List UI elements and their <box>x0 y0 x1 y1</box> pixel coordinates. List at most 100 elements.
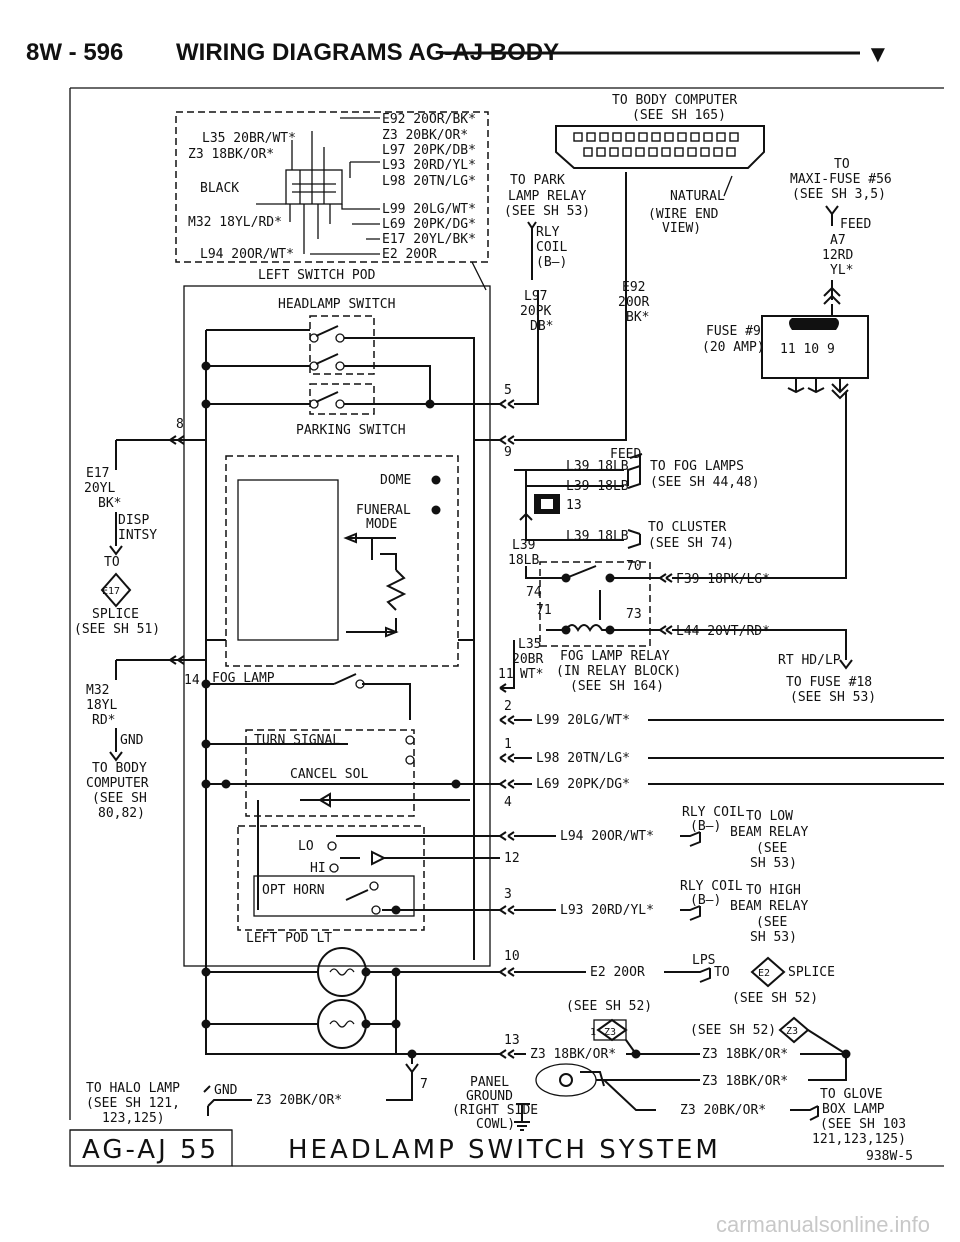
pod-wire-l93: L93 20RD/YL* <box>382 158 476 173</box>
connector-pin <box>713 147 723 157</box>
l93-wire: L93 20RD/YL* <box>560 903 654 918</box>
maxi-see: (SEE SH 3,5) <box>792 187 886 202</box>
panel-l2: GROUND <box>466 1089 513 1104</box>
left-switch-pod-outline <box>175 111 489 263</box>
e92-l1: E92 <box>622 280 645 295</box>
pod-wire-l98: L98 20TN/LG* <box>382 174 476 189</box>
fog-lamp-label: FOG LAMP <box>212 671 275 686</box>
pin-74: 74 <box>526 585 542 600</box>
z3-w3: Z3 18BK/OR* <box>702 1074 788 1089</box>
e2-wire: E2 20OR <box>590 965 645 980</box>
headlamp-switch-label: HEADLAMP SWITCH <box>278 297 395 312</box>
l94-wire: L94 20OR/WT* <box>560 829 654 844</box>
left-switch-pod: E92 20OR/BK* L35 20BR/WT* Z3 18BK/OR* Z3… <box>175 111 489 291</box>
pin-11: 11 <box>498 667 514 682</box>
high-sh: SH 53) <box>750 930 797 945</box>
pin-73: 73 <box>626 607 642 622</box>
connector-pin <box>677 132 687 142</box>
connector-pin <box>674 147 684 157</box>
funeral-rheostat-icon <box>346 537 407 633</box>
pin-13: 13 <box>504 1033 520 1048</box>
low-to: TO LOW <box>746 809 793 824</box>
e2-see: (SEE SH 52) <box>732 991 818 1006</box>
m32-gnd: GND <box>120 733 144 748</box>
z3-right-tag: Z3 <box>786 1026 798 1037</box>
left-pod-lt-frame <box>237 825 425 931</box>
l69-wire: L69 20PK/DG* <box>536 777 630 792</box>
connector-wire-end: (WIRE END <box>648 207 719 222</box>
rt-hd-fuse: TO FUSE #18 <box>786 675 872 690</box>
cluster-see: (SEE SH 74) <box>648 536 734 551</box>
page-footer: AG-AJ 55 HEADLAMP SWITCH SYSTEM 938W-5 <box>69 1129 944 1167</box>
switch-bus-wires <box>206 329 500 960</box>
funeral-label: FUNERAL <box>356 503 411 518</box>
pod-leads <box>256 117 380 255</box>
high-b: (B—) <box>690 893 721 908</box>
park-b: (B—) <box>536 255 567 270</box>
maxi-fuse-note: TO MAXI-FUSE #56 (SEE SH 3,5) FEED A7 12… <box>790 157 892 316</box>
turn-signal-wires <box>206 743 470 808</box>
e17-disp: DISP <box>118 513 149 528</box>
see52-right: (SEE SH 52) <box>690 1023 776 1038</box>
l35-l1: L35 <box>518 637 541 652</box>
pod-wire-e92: E92 20OR/BK* <box>382 112 476 127</box>
high-coil: RLY COIL <box>680 879 743 894</box>
connector-pin <box>716 132 726 142</box>
high-relay: BEAM RELAY <box>730 899 808 914</box>
pin-5: 5 <box>504 383 512 398</box>
lps-label: LPS <box>692 953 715 968</box>
m32-wire <box>115 659 206 680</box>
opt-horn-label: OPT HORN <box>262 883 325 898</box>
pod-connector-icon <box>285 169 343 205</box>
connector-pin <box>687 147 697 157</box>
fuse-feed-connector-icon <box>823 280 841 316</box>
park-coil: COIL <box>536 240 567 255</box>
ground-section: (SEE SH 52) 1 Z3 (SEE SH 52) Z3 13 Z3 18… <box>86 999 906 1147</box>
m32-l3: RD* <box>92 713 115 728</box>
z3-pin1: 1 <box>590 1027 596 1038</box>
turn-signal-label: TURN SIGNAL <box>254 733 340 748</box>
funeral-arrows <box>343 532 399 638</box>
connector-pin <box>703 132 713 142</box>
lps-to: TO <box>714 965 730 980</box>
pin8-connector-icon <box>168 435 185 445</box>
e17-l3: BK* <box>98 496 121 511</box>
fog-lamp-switch <box>206 673 411 720</box>
glove-l4: 121,123,125) <box>812 1132 906 1147</box>
junction-dot <box>201 361 211 371</box>
fuse9-label: FUSE #9 <box>706 324 761 339</box>
e17-wire <box>115 439 206 470</box>
z3-w1: Z3 18BK/OR* <box>530 1047 616 1062</box>
rt-hd-see: (SEE SH 53) <box>790 690 876 705</box>
pod-wire-m32: M32 18YL/RD* <box>188 215 282 230</box>
pin-12: 12 <box>504 851 520 866</box>
m32-arrow-icon <box>109 728 123 762</box>
parking-switch-inner <box>309 383 375 415</box>
e17-see: (SEE SH 51) <box>74 622 160 637</box>
l97-l3: DB* <box>530 319 553 334</box>
f39-wire: F39 18PK/LG* <box>676 572 770 587</box>
l97-l2: 20PK <box>520 304 551 319</box>
m32-t3: (SEE SH <box>92 791 147 806</box>
connector-pin <box>651 132 661 142</box>
connector-pin-grid <box>573 132 739 157</box>
e17-l1: E17 <box>86 466 109 481</box>
pin-70: 70 <box>626 559 642 574</box>
pin-2: 2 <box>504 699 512 714</box>
switch-contacts <box>309 325 345 409</box>
cluster-wire: L39 18LB <box>566 529 629 544</box>
e17-to: TO <box>104 555 120 570</box>
connector-view: VIEW) <box>662 221 701 236</box>
lamp-icon-1 <box>317 947 367 997</box>
pod-wire-l35: L35 20BR/WT* <box>202 131 296 146</box>
pin-14: 14 <box>184 673 200 688</box>
pin-8: 8 <box>176 417 184 432</box>
body-computer-connector: TO BODY COMPUTER (SEE SH 165) NATURAL (W… <box>555 93 765 236</box>
maxi-feed: FEED <box>840 217 871 232</box>
page-ref: AG-AJ 55 <box>82 1135 219 1165</box>
pin-9: 9 <box>504 445 512 460</box>
m32-l1: M32 <box>86 683 109 698</box>
cluster-to: TO CLUSTER <box>648 520 726 535</box>
fuse-9: 11 10 9 FUSE #9 (20 AMP) <box>702 315 869 400</box>
panel-l4: COWL) <box>476 1117 515 1132</box>
